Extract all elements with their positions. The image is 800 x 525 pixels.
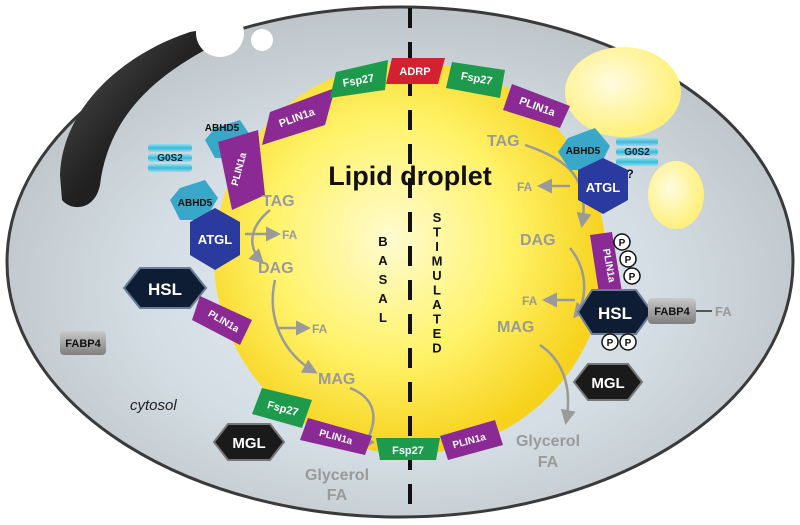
g0s2-protein: G0S2 ? (616, 138, 658, 181)
svg-text:G0S2: G0S2 (624, 147, 650, 158)
phosphate-group: P (623, 267, 641, 285)
phosphate-group: P (619, 333, 637, 351)
fabp4-protein: FABP4 (60, 331, 106, 355)
abhd5-protein: ABHD5 (558, 128, 610, 170)
vertical-letter: I (435, 239, 439, 254)
svg-text:ADRP: ADRP (399, 66, 430, 78)
basal-arrow-tag-dag (248, 209, 271, 265)
phosphate-group: P (613, 233, 631, 251)
small-lipid-droplet (565, 47, 681, 137)
metabolite-mag: MAG (318, 371, 355, 388)
svg-text:ATGL: ATGL (586, 180, 620, 195)
atgl-enzyme: ATGL (578, 158, 628, 214)
svg-text:ABHD5: ABHD5 (566, 146, 601, 157)
stim-arrow-tag-dag (524, 143, 592, 228)
svg-text:FABP4: FABP4 (65, 338, 101, 350)
metabolite-fa: FA (282, 228, 298, 242)
product-glycerol: Glycerol (516, 433, 580, 450)
droplet-title: Lipid droplet (328, 161, 491, 191)
svg-text:P: P (625, 255, 632, 266)
vertical-letter: A (432, 297, 442, 312)
metabolite-mag: MAG (497, 319, 534, 336)
metabolite-fa: FA (522, 294, 538, 308)
g0s2-protein: G0S2 (148, 144, 192, 172)
abhd5-protein: ABHD5 (170, 180, 218, 220)
svg-text:Fsp27: Fsp27 (392, 445, 424, 457)
hsl-enzyme: HSL (122, 267, 208, 309)
metabolite-tag: TAG (487, 133, 520, 150)
basal-arrow-dag-mag (271, 279, 318, 374)
fsp27-tag: Fsp27 (252, 388, 312, 428)
svg-text:FABP4: FABP4 (654, 306, 690, 318)
svg-text:P: P (619, 238, 626, 249)
plin1a-tag: PLIN1a (218, 130, 265, 210)
plin1a-tag: PLIN1a (440, 420, 503, 460)
atgl-enzyme: ATGL (190, 208, 240, 270)
product-fa: FA (538, 454, 559, 471)
metabolite-dag: DAG (258, 260, 294, 277)
vertical-letter: B (378, 234, 387, 249)
metabolite-dag: DAG (520, 232, 556, 249)
vertical-letter: A (378, 253, 388, 268)
svg-text:HSL: HSL (598, 304, 632, 323)
svg-text:ABHD5: ABHD5 (178, 198, 213, 209)
vesicle (251, 29, 273, 51)
plin1a-tag: PLIN1a (300, 418, 372, 455)
phosphate-group: P (601, 333, 619, 351)
svg-text:P: P (629, 272, 636, 283)
vertical-letter: L (379, 310, 387, 325)
vertical-letter: S (379, 272, 388, 287)
fsp27-tag: Fsp27 (330, 60, 388, 98)
mgl-enzyme: MGL (212, 423, 286, 461)
vertical-letter: U (432, 268, 441, 283)
svg-text:MGL: MGL (232, 435, 265, 452)
fsp27-tag: Fsp27 (376, 438, 440, 460)
metabolite-fa: FA (312, 322, 328, 336)
svg-text:HSL: HSL (148, 280, 182, 299)
vertical-letter: L (433, 283, 441, 298)
svg-text:ABHD5: ABHD5 (205, 123, 240, 134)
stim-arrow-mag-glycerol (539, 343, 576, 425)
svg-text:G0S2: G0S2 (157, 153, 183, 164)
vertical-letter: M (432, 254, 443, 269)
cytosol-label: cytosol (130, 397, 177, 414)
fsp27-tag: Fsp27 (446, 62, 505, 98)
small-lipid-droplet (648, 161, 704, 229)
product-fa: FA (327, 487, 348, 504)
product-glycerol: Glycerol (305, 467, 369, 484)
plin1a-tag: PLIN1a (262, 88, 335, 145)
vesicle (196, 9, 244, 57)
plin1a-tag: PLIN1a (590, 232, 622, 300)
organelle-shape (60, 31, 210, 208)
svg-text:ATGL: ATGL (198, 232, 232, 247)
vertical-letter: E (433, 326, 442, 341)
adrp-tag: ADRP (386, 58, 445, 84)
mgl-enzyme: MGL (572, 363, 644, 401)
svg-text:?: ? (626, 167, 633, 181)
metabolite-fa: FA (715, 304, 732, 319)
svg-text:Fsp27: Fsp27 (460, 70, 493, 87)
svg-text:Fsp27: Fsp27 (342, 72, 375, 89)
vertical-letter: A (378, 291, 388, 306)
vertical-letter: D (432, 341, 441, 356)
svg-text:P: P (625, 338, 632, 349)
vertical-letter: S (433, 210, 442, 225)
svg-text:MGL: MGL (591, 375, 624, 392)
fabp4-protein: FABP4 (648, 298, 696, 324)
metabolite-fa: FA (517, 180, 533, 194)
metabolite-tag: TAG (262, 193, 295, 210)
vertical-letter: T (433, 225, 441, 240)
vertical-letter: T (433, 312, 441, 327)
svg-text:P: P (607, 338, 614, 349)
plin1a-tag: PLIN1a (503, 84, 570, 128)
phosphate-group: P (619, 250, 637, 268)
hsl-enzyme: HSL (576, 289, 654, 335)
